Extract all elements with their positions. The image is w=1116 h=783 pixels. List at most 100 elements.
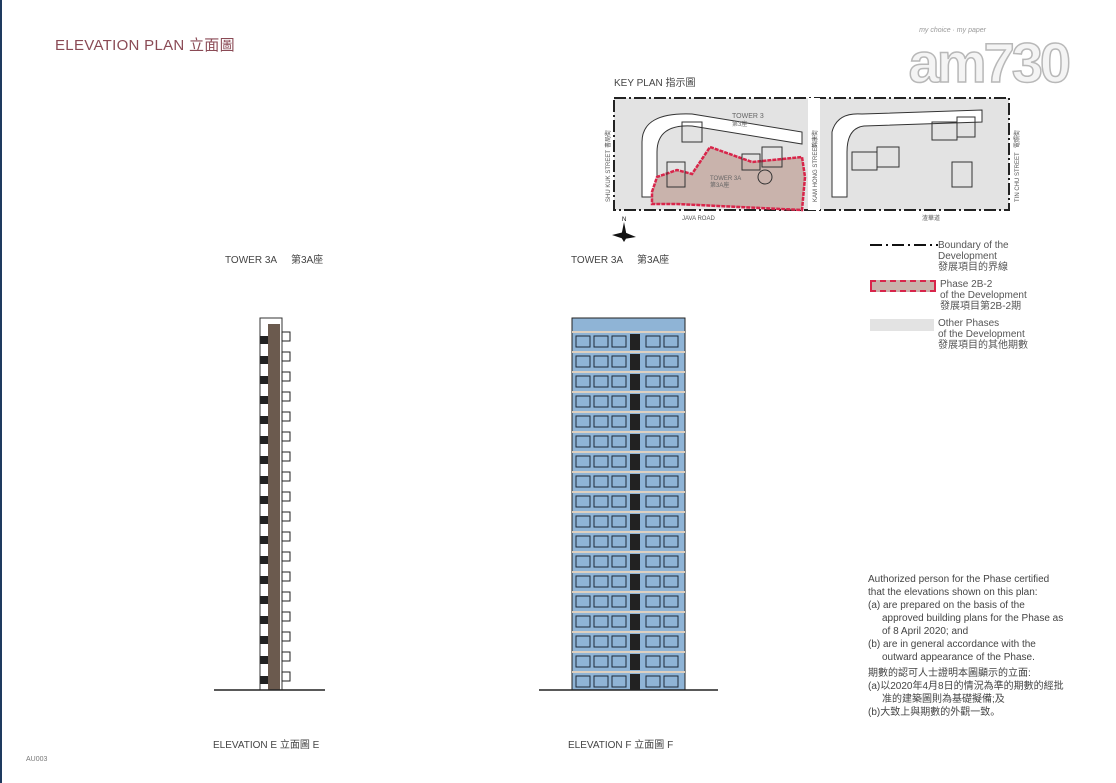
window bbox=[663, 415, 679, 428]
kam-hong-cn-label: 錦康街 bbox=[811, 130, 819, 148]
core-window bbox=[630, 514, 640, 530]
window bbox=[575, 595, 591, 608]
window bbox=[575, 435, 591, 448]
balcony bbox=[281, 611, 291, 622]
window bbox=[593, 415, 609, 428]
window bbox=[611, 435, 627, 448]
window bbox=[260, 376, 268, 384]
north-arrow-icon: N bbox=[612, 217, 636, 242]
window bbox=[611, 655, 627, 668]
core-window bbox=[630, 374, 640, 390]
window bbox=[663, 515, 679, 528]
window bbox=[575, 355, 591, 368]
core-window bbox=[630, 414, 640, 430]
window bbox=[593, 455, 609, 468]
window bbox=[593, 675, 609, 688]
window bbox=[575, 475, 591, 488]
window bbox=[645, 375, 661, 388]
balcony bbox=[281, 451, 291, 462]
window bbox=[260, 636, 268, 644]
window bbox=[645, 515, 661, 528]
balcony bbox=[281, 571, 291, 582]
window bbox=[663, 655, 679, 668]
window bbox=[260, 436, 268, 444]
balcony bbox=[281, 591, 291, 602]
java-road-label: JAVA ROAD bbox=[682, 216, 715, 222]
window bbox=[260, 356, 268, 364]
window bbox=[645, 595, 661, 608]
core-window bbox=[630, 574, 640, 590]
window bbox=[593, 475, 609, 488]
window bbox=[611, 675, 627, 688]
window bbox=[645, 615, 661, 628]
elevation-drawings bbox=[214, 317, 718, 691]
balcony bbox=[281, 471, 291, 482]
phase-2b2-area bbox=[650, 145, 807, 212]
svg-text:渣華道: 渣華道 bbox=[922, 214, 940, 222]
tower-label-f: TOWER 3A 第3A座 bbox=[571, 255, 670, 266]
window bbox=[611, 455, 627, 468]
window bbox=[260, 576, 268, 584]
window bbox=[663, 635, 679, 648]
window bbox=[663, 575, 679, 588]
window bbox=[611, 335, 627, 348]
window bbox=[663, 395, 679, 408]
window bbox=[663, 615, 679, 628]
tower3a-label: TOWER 3A bbox=[710, 176, 741, 182]
window bbox=[611, 535, 627, 548]
window bbox=[260, 596, 268, 604]
core-window bbox=[630, 494, 640, 510]
balcony bbox=[281, 511, 291, 522]
core-window bbox=[630, 434, 640, 450]
core-window bbox=[630, 594, 640, 610]
window bbox=[593, 615, 609, 628]
balcony bbox=[281, 351, 291, 362]
window bbox=[611, 475, 627, 488]
window bbox=[611, 515, 627, 528]
window bbox=[260, 456, 268, 464]
window bbox=[645, 535, 661, 548]
window bbox=[593, 535, 609, 548]
window bbox=[593, 395, 609, 408]
window bbox=[593, 655, 609, 668]
core-window bbox=[630, 534, 640, 550]
internal-road bbox=[641, 113, 803, 198]
balcony bbox=[281, 631, 291, 642]
balcony bbox=[281, 551, 291, 562]
core-window bbox=[630, 454, 640, 470]
window bbox=[575, 415, 591, 428]
am730-logo: am730 bbox=[908, 31, 1072, 94]
elevation-f-drawing bbox=[571, 317, 686, 691]
window bbox=[645, 635, 661, 648]
window bbox=[575, 515, 591, 528]
window bbox=[260, 416, 268, 424]
window bbox=[593, 355, 609, 368]
window bbox=[593, 555, 609, 568]
core-window bbox=[630, 634, 640, 650]
window bbox=[611, 375, 627, 388]
window bbox=[611, 595, 627, 608]
window bbox=[593, 335, 609, 348]
window bbox=[611, 555, 627, 568]
svg-text:第3A座: 第3A座 bbox=[710, 181, 729, 189]
window bbox=[575, 535, 591, 548]
svg-text:KAM HONG STREET: KAM HONG STREET bbox=[813, 144, 819, 202]
window bbox=[575, 555, 591, 568]
window bbox=[575, 495, 591, 508]
window bbox=[260, 536, 268, 544]
window bbox=[663, 355, 679, 368]
window bbox=[663, 455, 679, 468]
window bbox=[645, 575, 661, 588]
tower-label-e: TOWER 3A 第3A座 bbox=[225, 255, 324, 266]
window bbox=[645, 355, 661, 368]
window bbox=[611, 395, 627, 408]
window bbox=[645, 455, 661, 468]
tower3-label: TOWER 3 bbox=[732, 113, 764, 120]
window bbox=[645, 415, 661, 428]
window bbox=[575, 375, 591, 388]
